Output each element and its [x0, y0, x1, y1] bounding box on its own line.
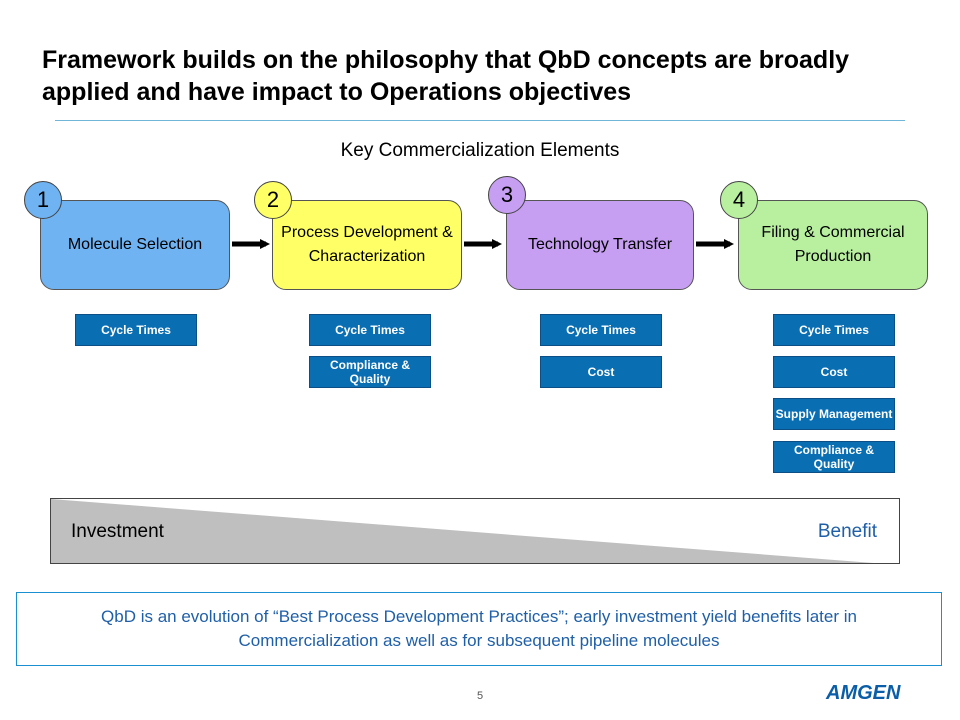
title-divider: [55, 120, 905, 121]
stage-filing-commercial-production: Filing & Commercial Production: [738, 200, 928, 290]
investment-label: Investment: [71, 521, 164, 542]
stage-label: Process Development & Characterization: [281, 224, 453, 265]
slide-title: Framework builds on the philosophy that …: [42, 46, 850, 106]
stage-label: Molecule Selection: [67, 236, 203, 253]
objective-tag: Cost: [773, 356, 895, 388]
objective-tag: Cycle Times: [75, 314, 197, 346]
stage-molecule-selection: Molecule Selection: [40, 200, 230, 290]
diagram-subtitle: Key Commercialization Elements: [340, 140, 620, 161]
stage-number-badge: 3: [488, 176, 526, 214]
objective-tag: Supply Management: [773, 398, 895, 430]
objective-tag: Compliance & Quality: [309, 356, 431, 388]
stage-number-badge: 1: [24, 181, 62, 219]
objective-tag: Cycle Times: [540, 314, 662, 346]
objective-tag: Cycle Times: [309, 314, 431, 346]
benefit-label: Benefit: [817, 521, 877, 542]
objective-tag: Cost: [540, 356, 662, 388]
investment-wedge: [51, 499, 874, 563]
stage-label: Filing & Commercial Production: [761, 224, 905, 265]
stage-label: Technology Transfer: [527, 236, 673, 253]
amgen-logo: AMGEN: [826, 682, 901, 704]
qbd-callout: QbD is an evolution of “Best Process Dev…: [16, 592, 942, 666]
stage-number-badge: 4: [720, 181, 758, 219]
page-number: 5: [476, 690, 484, 702]
investment-benefit-bar: Investment Benefit: [50, 498, 900, 564]
stage-process-development: Process Development & Characterization: [272, 200, 462, 290]
stage-technology-transfer: Technology Transfer: [506, 200, 694, 290]
objective-tag: Cycle Times: [773, 314, 895, 346]
objective-tag: Compliance & Quality: [773, 441, 895, 473]
stage-number-badge: 2: [254, 181, 292, 219]
